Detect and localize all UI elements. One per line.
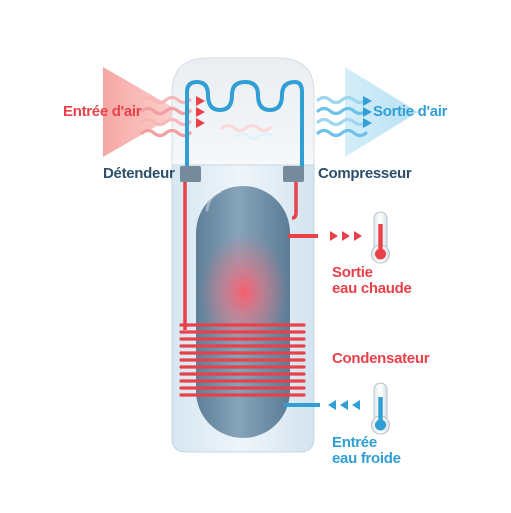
cold-inlet-arrowheads [328, 400, 360, 410]
hot-outlet-arrowheads [330, 231, 362, 241]
expander-label: Détendeur [103, 165, 175, 182]
hot-water-label-line1: Sortie [332, 264, 373, 281]
condenser-coil [179, 323, 306, 397]
air-in-arrowheads [196, 96, 205, 128]
compressor-block [283, 166, 304, 182]
hot-water-label-line2: eau chaude [332, 280, 412, 297]
expander-valve [180, 166, 201, 182]
air-inlet-label: Entrée d'air [63, 103, 142, 120]
refrigerant-lines [183, 182, 298, 330]
evaporator-coil [185, 80, 304, 172]
thermometer-cold-icon [371, 382, 390, 435]
cold-water-label-line2: eau froide [332, 450, 401, 467]
air-out-arrowheads [363, 96, 372, 128]
water-tank [196, 186, 290, 438]
cool-air-waves [234, 95, 368, 141]
compressor-label: Compresseur [318, 165, 412, 182]
air-outlet-label: Sortie d'air [373, 103, 448, 120]
thermometer-hot-icon [371, 211, 390, 264]
warm-air-waves [140, 95, 272, 138]
condenser-label: Condensateur [332, 350, 430, 367]
cold-water-label-line1: Entrée [332, 434, 377, 451]
